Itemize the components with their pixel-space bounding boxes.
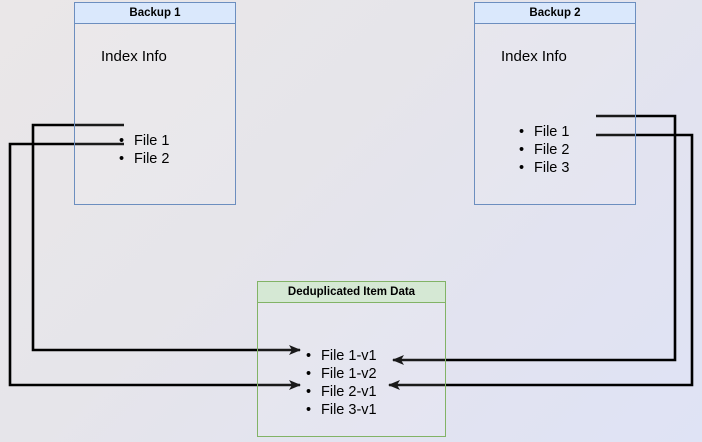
list-item: File 1-v1 <box>306 347 377 365</box>
backup2-file-list: File 1 File 2 File 3 <box>519 123 569 177</box>
node-backup2-title: Backup 2 <box>474 2 636 24</box>
node-backup2[interactable]: Backup 2 Index Info File 1 File 2 File 3 <box>474 2 636 205</box>
list-item: File 3-v1 <box>306 401 377 419</box>
node-dedup-title: Deduplicated Item Data <box>257 281 446 303</box>
list-item: File 1 <box>119 132 169 150</box>
node-backup2-body: Index Info File 1 File 2 File 3 <box>474 24 636 205</box>
node-dedup-body: File 1-v1 File 1-v2 File 2-v1 File 3-v1 <box>257 303 446 437</box>
backup1-index-info-label: Index Info <box>101 48 167 65</box>
node-backup1[interactable]: Backup 1 Index Info File 1 File 2 <box>74 2 236 205</box>
backup1-file-list: File 1 File 2 <box>119 132 169 168</box>
list-item: File 2 <box>519 141 569 159</box>
list-item: File 2-v1 <box>306 383 377 401</box>
backup2-index-info-label: Index Info <box>501 48 567 65</box>
list-item: File 1-v2 <box>306 365 377 383</box>
node-backup1-title: Backup 1 <box>74 2 236 24</box>
node-backup1-body: Index Info File 1 File 2 <box>74 24 236 205</box>
list-item: File 1 <box>519 123 569 141</box>
list-item: File 2 <box>119 150 169 168</box>
dedup-file-list: File 1-v1 File 1-v2 File 2-v1 File 3-v1 <box>306 347 377 419</box>
list-item: File 3 <box>519 159 569 177</box>
node-deduplicated-item-data[interactable]: Deduplicated Item Data File 1-v1 File 1-… <box>257 281 446 437</box>
